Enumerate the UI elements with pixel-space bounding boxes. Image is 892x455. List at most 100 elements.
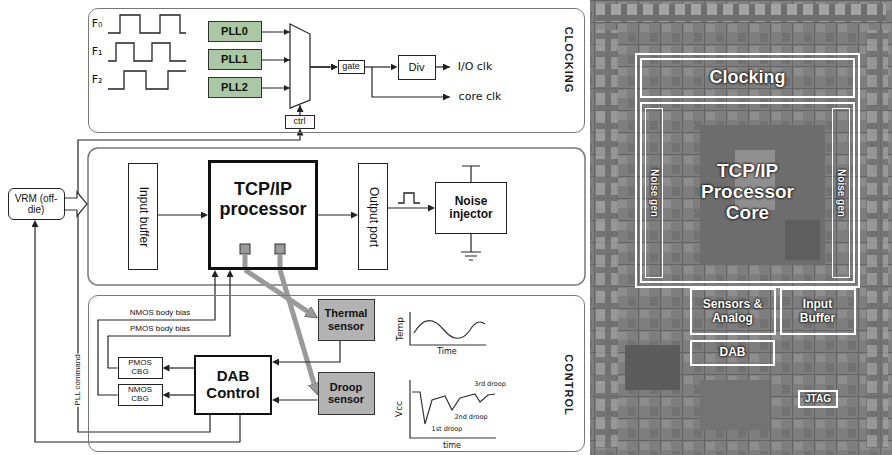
clock-output-label: core clk (459, 91, 502, 103)
droop-label: 2nd droop (454, 414, 487, 421)
signal-wire (170, 367, 195, 368)
node-label: Clocking (709, 68, 785, 88)
band-title: CONTROL (563, 354, 575, 415)
sensor-box: Thermal sensor (318, 299, 375, 341)
node-label: PLL2 (221, 81, 248, 93)
sensor-point (240, 244, 250, 254)
input-buffer-box: Input buffer (128, 163, 158, 270)
pulse-symbol (398, 193, 420, 203)
frequency-label: F₀ (92, 18, 103, 30)
node-label: PMOS CBG (125, 359, 155, 377)
noise-injector-box: Noise injector (435, 182, 507, 234)
arrowhead (284, 29, 290, 35)
die-region: DAB (690, 340, 775, 366)
frequency-label: F₁ (92, 46, 103, 58)
node-label: NMOS CBG (125, 386, 155, 404)
supply-arrow (64, 192, 87, 216)
bond-pads (596, 30, 618, 448)
die-region: Sensors & Analog (690, 288, 776, 335)
die-region: Clocking (640, 58, 855, 98)
pll-box: PLL0 (208, 21, 262, 42)
axis-label: time (443, 442, 461, 451)
vrm-box: VRM (off-die) (8, 188, 65, 220)
die-region: Noise gen (832, 108, 850, 278)
clock-output-label: I/O clk (458, 61, 493, 73)
gate-box: gate (338, 60, 365, 74)
die-region: Noise gen (645, 108, 663, 278)
node-label: DAB (720, 346, 746, 359)
node-label: Noise gen (835, 169, 846, 217)
mux-select-wire (299, 105, 300, 115)
droop-label: 3rd droop (474, 381, 506, 388)
die-region: TCP/IP Processor Core Noise gen Noise gen (640, 102, 855, 283)
bond-pads (866, 30, 888, 448)
arrowhead (284, 57, 290, 63)
die-background (590, 0, 892, 455)
mux-control-box: ctrl (285, 115, 315, 129)
signal-label: PMOS body bias (129, 325, 191, 334)
node-label: Div (409, 61, 425, 73)
control-band: CONTROL PMOS CBG NMOS CBG DAB Control Therma… (88, 295, 585, 452)
pll-box: PLL2 (208, 77, 262, 98)
signal-wire (279, 399, 318, 400)
node-label: JTAG (805, 393, 831, 404)
waveform (108, 43, 186, 61)
node-label: TCP/IP Processor Core (688, 161, 808, 224)
die-block (700, 380, 770, 430)
sensor-box: Droop sensor (318, 372, 375, 415)
io-clock-wire (436, 66, 450, 67)
waveform (108, 71, 186, 89)
node-label: Thermal sensor (322, 307, 371, 331)
plot-axes (410, 312, 486, 345)
ground-symbol (461, 234, 481, 260)
cbg-box: NMOS CBG (118, 384, 163, 406)
node-label: Noise injector (439, 195, 503, 221)
signal-wire (170, 394, 195, 395)
signal-wire (318, 214, 351, 215)
node-label: Sensors & Analog (695, 298, 771, 324)
sensor-point (275, 244, 285, 254)
node-label: Noise gen (648, 169, 659, 217)
multiplexer (290, 24, 310, 108)
die-block (625, 345, 680, 390)
voltage-curve (412, 392, 495, 424)
bond-pads (596, 4, 886, 22)
signal-wire (279, 341, 340, 363)
node-label: Input buffer (136, 186, 149, 247)
sensor-arrow (245, 270, 307, 311)
node-label: DAB Control (199, 368, 267, 401)
die-region: JTAG (798, 390, 838, 408)
axis-label: Time (437, 348, 457, 357)
node-label: Input Buffer (785, 298, 851, 324)
temperature-curve (414, 321, 485, 339)
signal-wire (388, 207, 428, 208)
node-label: ctrl (294, 117, 306, 127)
node-label: PLL1 (221, 53, 248, 65)
processor-box: TCP/IP processor (208, 160, 318, 270)
arrowhead (284, 85, 290, 91)
signal-label: NMOS body bias (129, 309, 191, 318)
signal-label: PLL command (74, 353, 83, 406)
band-title: CLOCKING (563, 27, 575, 94)
plot-axes (410, 380, 496, 438)
die-block (785, 220, 820, 260)
frequency-label: F₂ (92, 74, 103, 86)
divider-box: Div (398, 55, 436, 80)
waveform (108, 15, 186, 33)
axis-label: Vcc (395, 401, 405, 417)
supply-symbol (462, 166, 480, 182)
die-photo (590, 0, 892, 455)
sensor-points (240, 244, 285, 270)
output-port-box: Output port (358, 163, 388, 270)
pll-box: PLL1 (208, 49, 262, 70)
sensor-arrow (280, 270, 314, 384)
clocking-band: CLOCKING PLL0PLL1PLL2 gate Div ctrl (88, 8, 585, 133)
signal-wire (158, 214, 201, 215)
node-label: VRM (off-die) (12, 193, 61, 215)
droop-label: 1st droop (432, 426, 463, 433)
node-label: Droop sensor (322, 381, 371, 405)
dab-control-box: DAB Control (194, 355, 272, 415)
node-label: gate (342, 62, 360, 72)
node-label: TCP/IP processor (214, 180, 312, 220)
die-outline (636, 54, 859, 287)
